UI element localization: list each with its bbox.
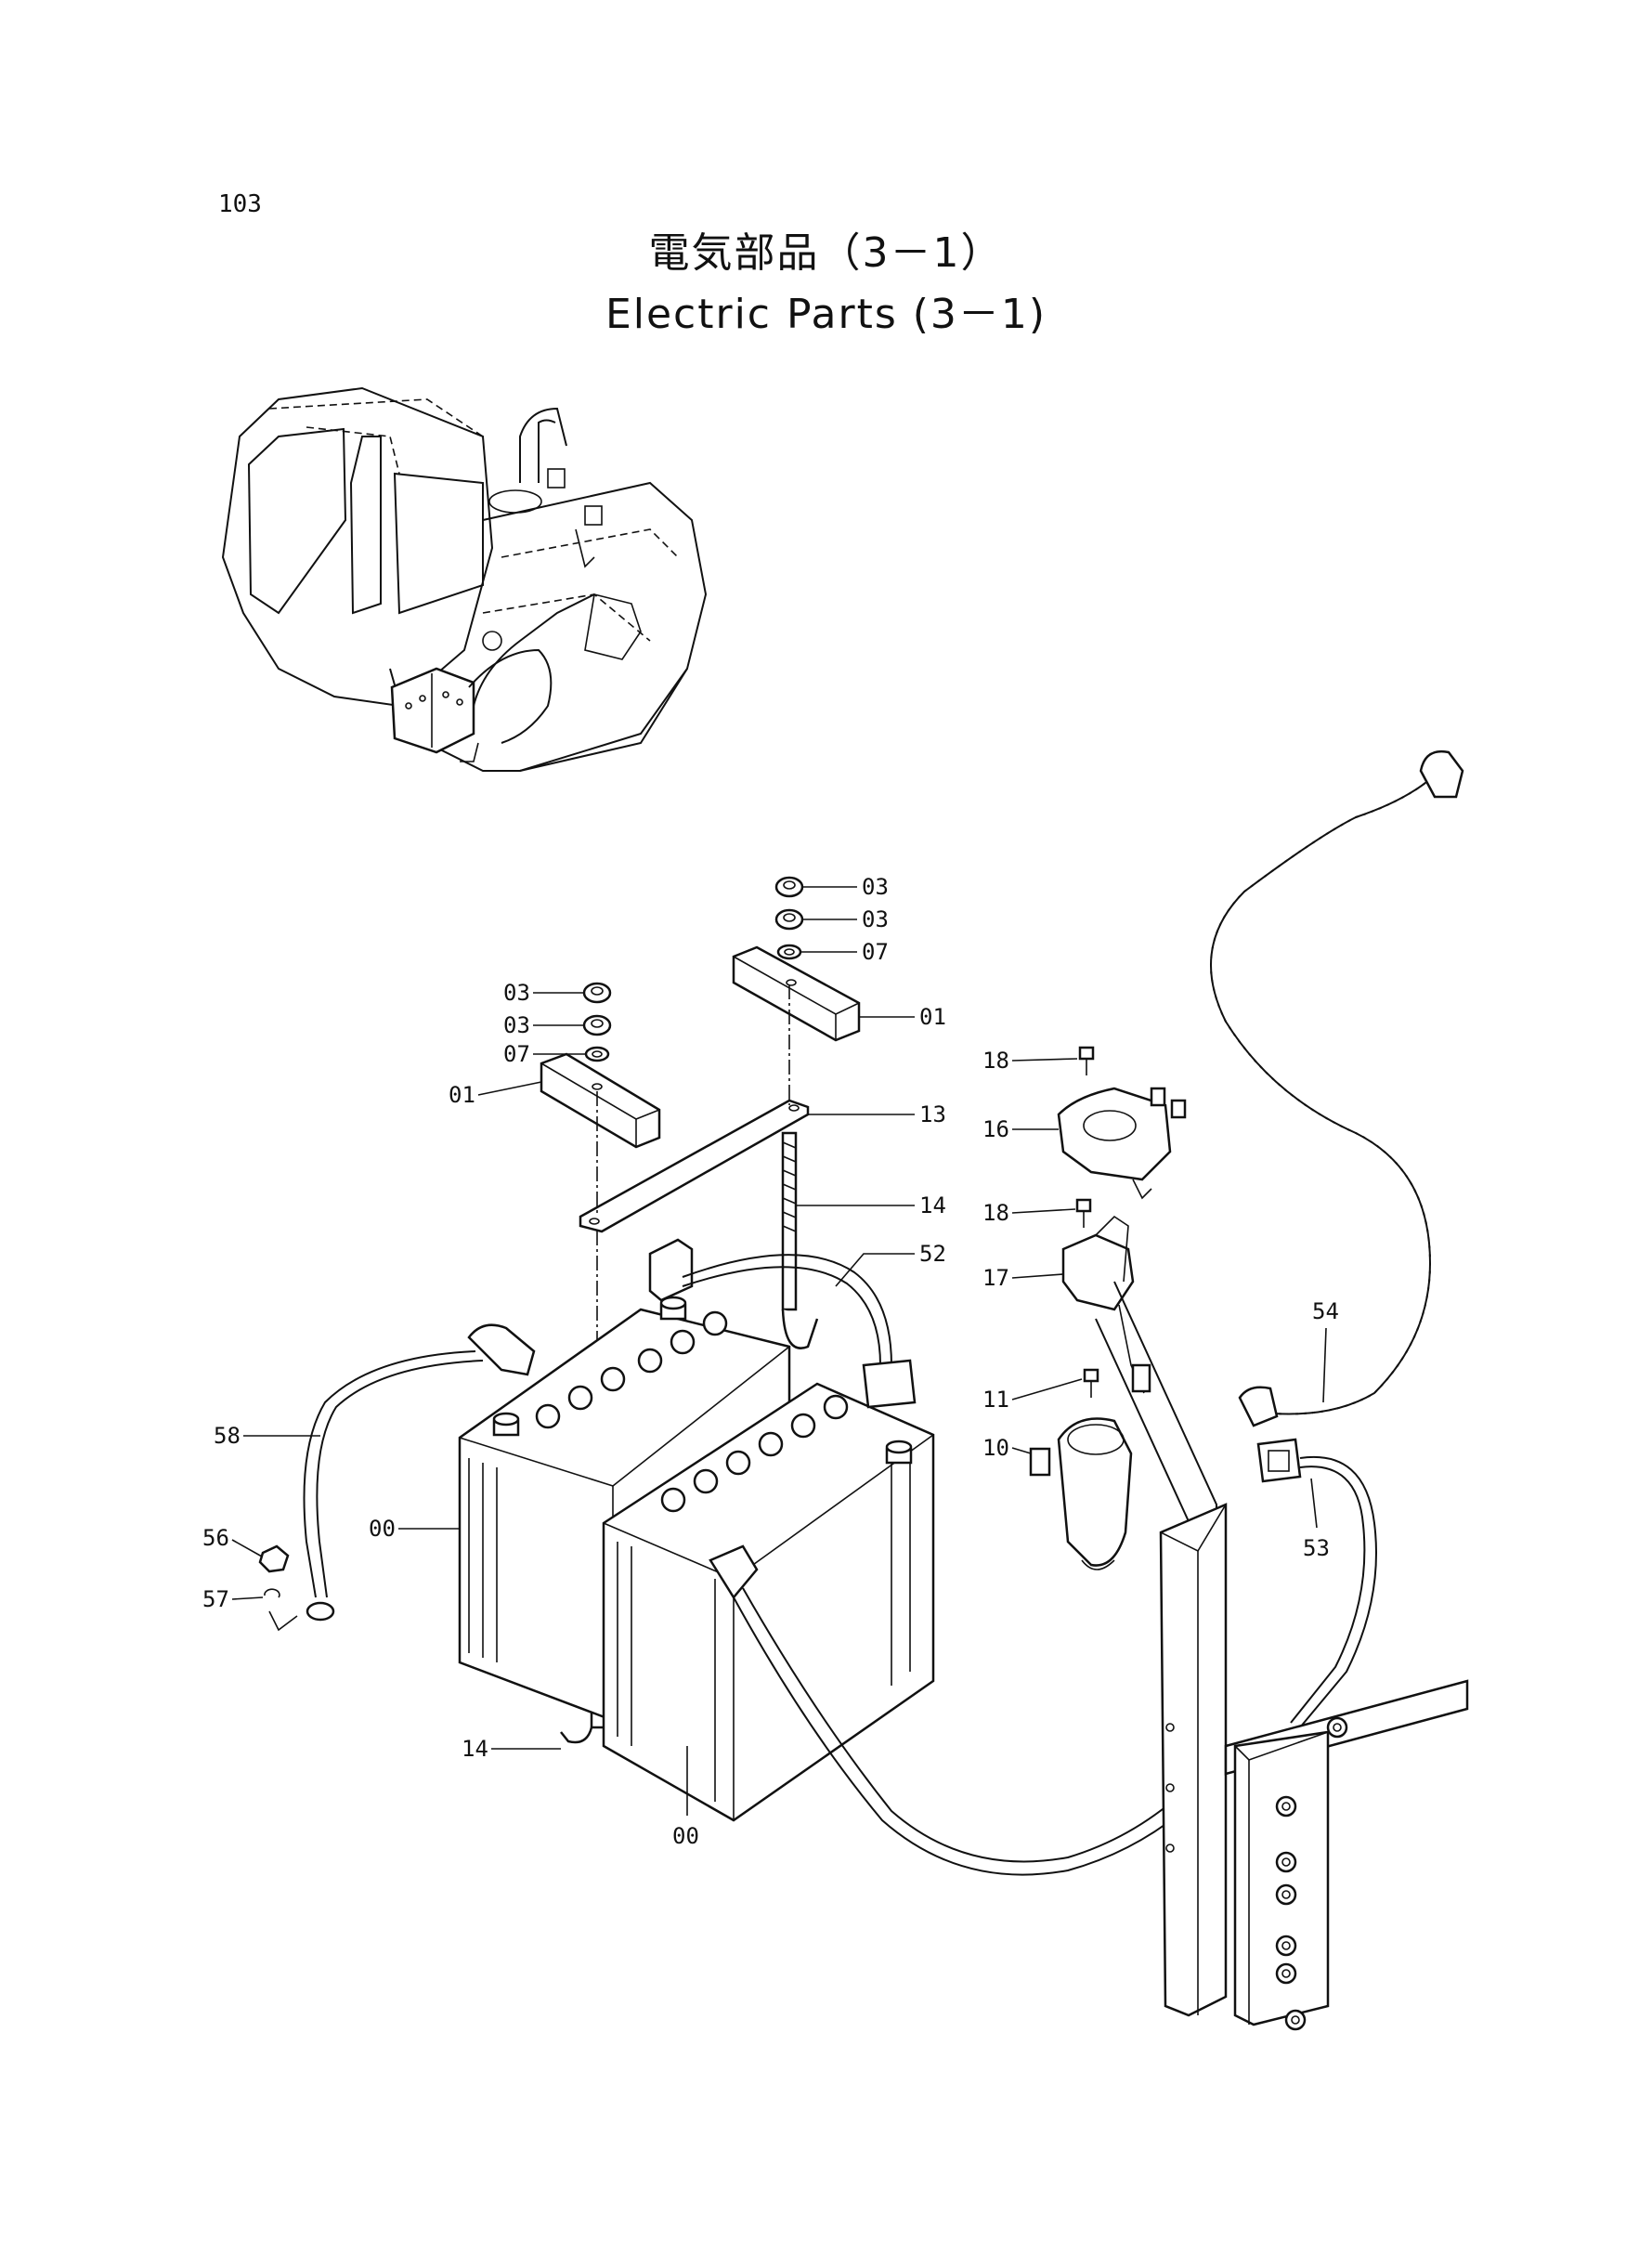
cable-53 — [1256, 1438, 1377, 1728]
callout-00: 00 — [369, 1516, 396, 1542]
callout-14: 14 — [462, 1736, 488, 1762]
washer-07-left — [584, 1046, 610, 1062]
relay-16 — [1057, 1087, 1187, 1200]
bolt-18-upper — [1078, 1046, 1095, 1075]
battery-caps — [535, 1310, 849, 1513]
callout-03: 03 — [503, 1012, 530, 1038]
bolt-18-lower — [1075, 1198, 1092, 1228]
callout-14: 14 — [919, 1192, 946, 1218]
callout-17: 17 — [982, 1265, 1009, 1291]
callout-57: 57 — [202, 1586, 229, 1612]
electrical-components — [1029, 1046, 1187, 1570]
washer-07-right — [776, 944, 802, 960]
cable-58 — [268, 1323, 536, 1632]
bolt-11 — [1083, 1368, 1099, 1398]
relay-10 — [1029, 1417, 1133, 1570]
callout-03: 03 — [503, 980, 530, 1006]
callout-07: 07 — [503, 1041, 530, 1067]
callout-03: 03 — [862, 906, 889, 932]
nut-56 — [258, 1544, 290, 1573]
nut-03-lower-left — [582, 1014, 612, 1036]
callout-00: 00 — [672, 1823, 699, 1849]
page-number: 103 — [218, 190, 262, 218]
callout-58: 58 — [214, 1423, 241, 1449]
cable-54 — [1210, 749, 1464, 1427]
plate-01-left — [540, 1052, 661, 1149]
callout-56: 56 — [202, 1525, 229, 1551]
nut-03-upper-left — [582, 982, 612, 1004]
callout-53: 53 — [1303, 1535, 1330, 1561]
callout-18: 18 — [982, 1048, 1009, 1074]
callout-18: 18 — [982, 1200, 1009, 1226]
cables — [258, 749, 1464, 1876]
callout-11: 11 — [982, 1387, 1009, 1413]
plate-01-right — [732, 945, 861, 1042]
callout-01: 01 — [449, 1082, 475, 1108]
callouts: 03 03 07 01 03 03 07 01 13 14 52 18 16 1… — [202, 874, 1339, 1849]
title-japanese: 電気部品（3－1） — [648, 229, 1004, 277]
title-english: Electric Parts (3－1) — [605, 291, 1047, 338]
excavator-overview — [221, 386, 708, 772]
callout-01: 01 — [919, 1004, 946, 1030]
switch-17 — [1061, 1215, 1151, 1394]
frame-bolts — [1275, 1716, 1348, 2031]
callout-07: 07 — [862, 939, 889, 965]
callout-16: 16 — [982, 1116, 1009, 1142]
nut-03-lower-right — [774, 908, 804, 931]
rod-14-right — [781, 1131, 798, 1311]
batteries-00 — [458, 1296, 935, 1822]
cable-main — [709, 1544, 1236, 1876]
callout-13: 13 — [919, 1101, 946, 1127]
callout-03: 03 — [862, 874, 889, 900]
cable-52 — [648, 1238, 917, 1409]
battery-right — [602, 1382, 935, 1822]
lockwasher-57 — [264, 1588, 280, 1598]
callout-10: 10 — [982, 1435, 1009, 1461]
callout-54: 54 — [1312, 1298, 1339, 1324]
frame-structure — [1095, 1281, 1469, 2031]
callout-52: 52 — [919, 1241, 946, 1267]
nut-03-upper-right — [774, 876, 804, 898]
